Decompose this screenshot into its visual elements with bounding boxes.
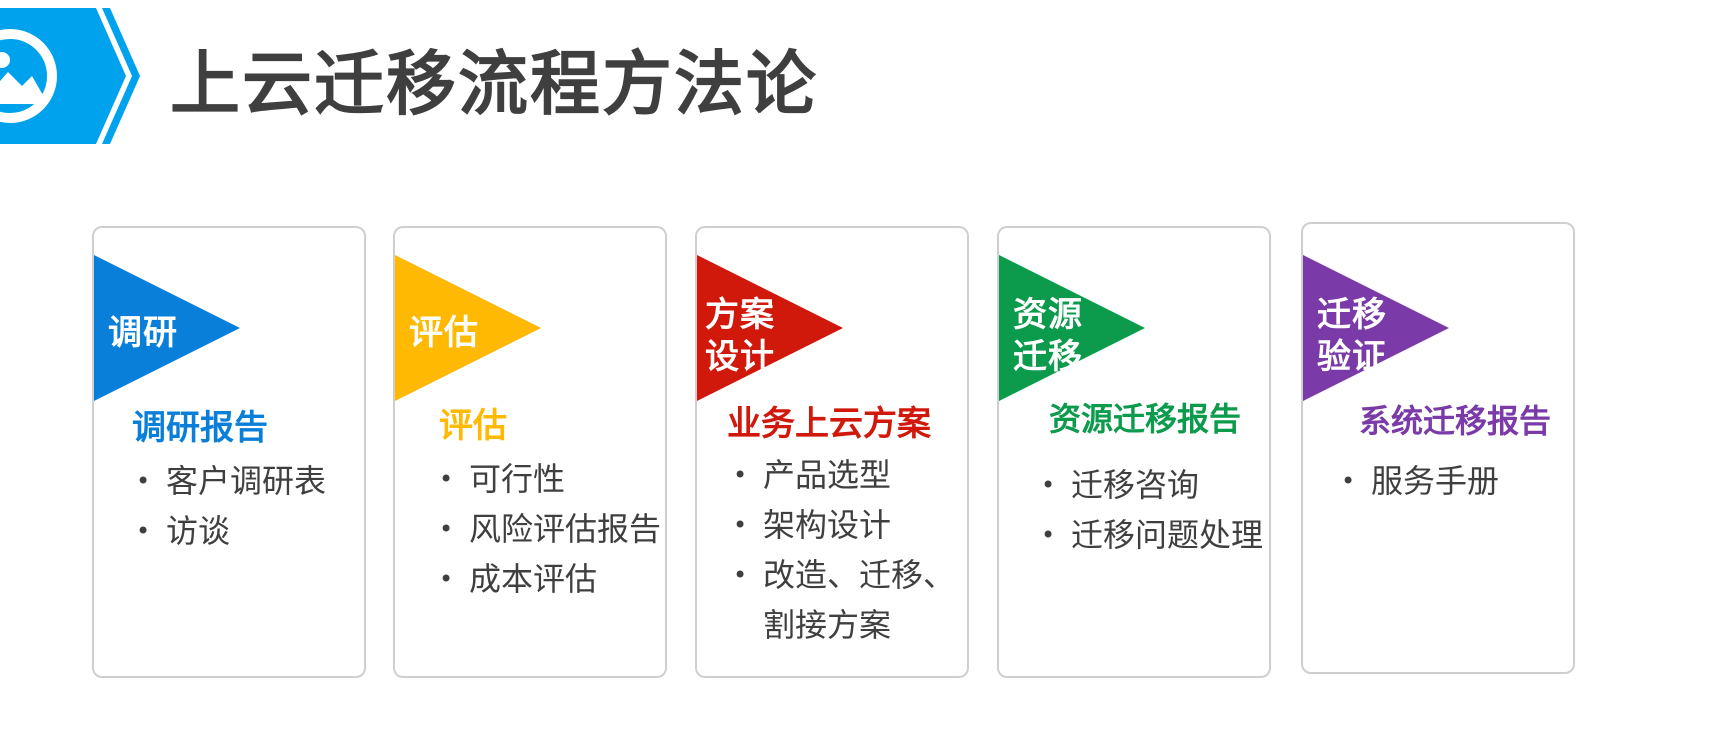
step-items: 迁移咨询 迁移问题处理 xyxy=(1041,460,1265,560)
step-arrow xyxy=(1303,255,1449,401)
page-title: 上云迁移流程方法论 xyxy=(170,43,818,125)
list-item: 访谈 xyxy=(136,506,356,556)
list-item: 客户调研表 xyxy=(136,456,356,506)
step-items: 产品选型 架构设计 改造、迁移、割接方案 xyxy=(733,450,963,650)
step-heading: 调研报告 xyxy=(132,408,268,448)
step-card-design: 方案 设计 业务上云方案 产品选型 架构设计 改造、迁移、割接方案 xyxy=(695,226,969,678)
step-arrow xyxy=(697,255,843,401)
step-heading: 系统迁移报告 xyxy=(1359,402,1552,440)
step-label: 评估 xyxy=(409,313,479,353)
step-heading: 资源迁移报告 xyxy=(1049,400,1242,438)
step-card-research: 调研 调研报告 客户调研表 访谈 xyxy=(92,226,366,678)
list-item: 架构设计 xyxy=(733,500,963,550)
step-arrow xyxy=(395,255,541,401)
list-item: 改造、迁移、割接方案 xyxy=(733,550,963,650)
step-arrow xyxy=(999,255,1145,401)
list-item: 迁移问题处理 xyxy=(1041,510,1265,560)
step-label: 资源 迁移 xyxy=(1013,295,1083,377)
list-item: 服务手册 xyxy=(1341,456,1569,506)
step-card-migrate: 资源 迁移 资源迁移报告 迁移咨询 迁移问题处理 xyxy=(997,226,1271,678)
step-label: 调研 xyxy=(108,313,178,353)
header-badge xyxy=(0,8,140,144)
list-item: 迁移咨询 xyxy=(1041,460,1265,510)
step-heading: 评估 xyxy=(439,406,507,446)
list-item: 产品选型 xyxy=(733,450,963,500)
image-icon xyxy=(0,29,57,123)
step-items: 服务手册 xyxy=(1341,456,1569,506)
step-heading: 业务上云方案 xyxy=(727,404,931,444)
step-label: 方案 设计 xyxy=(705,295,775,377)
step-items: 可行性 风险评估报告 成本评估 xyxy=(439,454,665,604)
list-item: 成本评估 xyxy=(439,554,665,604)
list-item: 可行性 xyxy=(439,454,665,504)
step-items: 客户调研表 访谈 xyxy=(136,456,356,556)
step-card-assess: 评估 评估 可行性 风险评估报告 成本评估 xyxy=(393,226,667,678)
step-label: 迁移 验证 xyxy=(1317,295,1387,377)
step-arrow xyxy=(94,255,240,401)
list-item: 风险评估报告 xyxy=(439,504,665,554)
step-card-verify: 迁移 验证 系统迁移报告 服务手册 xyxy=(1301,222,1575,674)
